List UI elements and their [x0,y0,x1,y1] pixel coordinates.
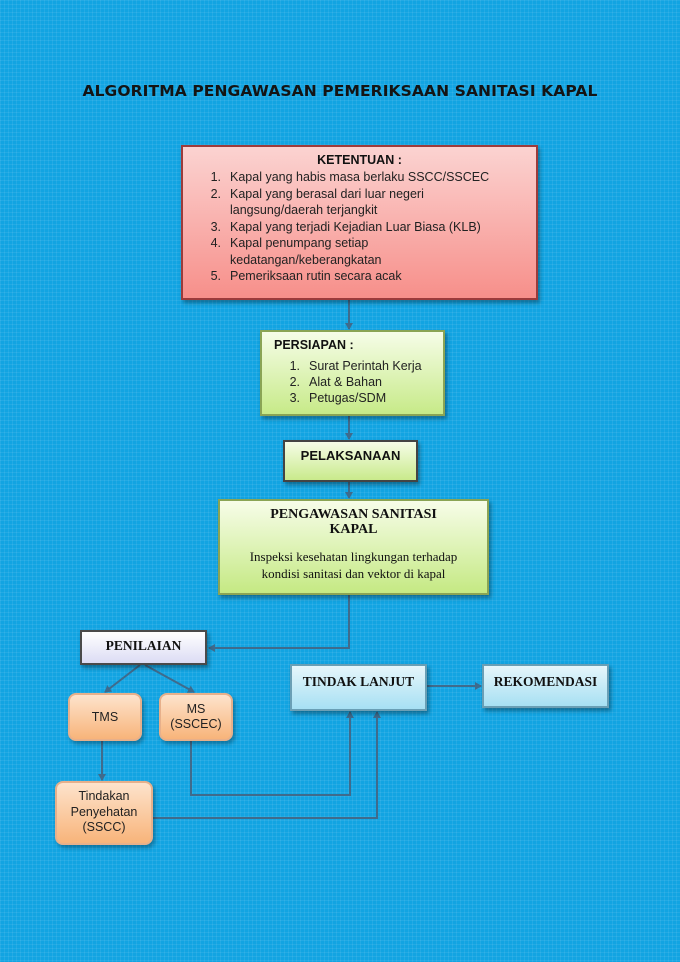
pengawasan-desc-line-2: kondisi sanitasi dan vektor di kapal [261,566,446,581]
ketentuan-item: 5. Pemeriksaan rutin secara acak [201,268,524,285]
rekomendasi-label: REKOMENDASI [493,674,598,689]
ketentuan-item: 3. Kapal yang terjadi Kejadian Luar Biasa… [201,219,524,236]
persiapan-header: PERSIAPAN : [274,338,354,352]
ms-box: MS (SSCEC) [159,693,233,741]
ms-label-line-1: MS [186,702,206,716]
pengawasan-desc-line-1: Inspeksi kesehatan lingkungan terhadap [249,549,458,564]
persiapan-box: PERSIAPAN : 1. Surat Perintah Kerja 2. Alat… [260,330,445,416]
persiapan-item-number: 1. [289,359,300,373]
ketentuan-item-number: 5. [210,269,221,283]
persiapan-item-number: 3. [289,391,300,405]
persiapan-item-number: 2. [289,375,300,389]
persiapan-list: 1. Surat Perintah Kerja 2. Alat & Bahan 3. Pe… [280,358,433,406]
penilaian-box: PENILAIAN [80,630,207,665]
tindak-lanjut-label: TINDAK LANJUT [302,674,415,689]
persiapan-item: 1. Surat Perintah Kerja [280,358,433,374]
ketentuan-item-number: 2. [210,186,221,201]
arrow-penilaian-to-tms [104,664,141,693]
ketentuan-item: 1. Kapal yang habis masa berlaku SSCC/SSC… [201,169,524,186]
ketentuan-item-number: 1. [210,170,221,184]
tindak-lanjut-box: TINDAK LANJUT [290,664,427,711]
tms-box: TMS [68,693,142,741]
arrow-penilaian-to-ms [144,664,195,693]
ketentuan-item: 4. Kapal penumpang setiap kedatangan/keber… [201,235,524,268]
rekomendasi-box: REKOMENDASI [482,664,609,708]
persiapan-item: 3. Petugas/SDM [280,390,433,406]
ketentuan-item-number: 4. [210,236,221,250]
ketentuan-item-line: Pemeriksaan rutin secara acak [230,269,402,283]
ketentuan-list: 1. Kapal yang habis masa berlaku SSCC/SSC… [201,169,524,285]
ketentuan-item-line: kedatangan/keberangkatan [230,252,382,267]
ketentuan-item: 2. Kapal yang berasal dari luar negeri lan… [201,186,524,219]
ketentuan-item-text: Pemeriksaan rutin secara acak [230,268,402,285]
tindakan-penyehatan-box: Tindakan Penyehatan (SSCC) [55,781,153,845]
persiapan-item: 2. Alat & Bahan [280,374,433,390]
persiapan-item-text: Petugas/SDM [309,391,387,405]
ketentuan-item-text: Kapal yang habis masa berlaku SSCC/SSCEC [230,169,489,186]
ketentuan-item-line: Kapal yang habis masa berlaku SSCC/SSCEC [230,170,490,184]
pelaksanaan-label: PELAKSANAAN [300,448,401,463]
arrow-ms-to-tindak-lanjut [190,711,354,796]
ketentuan-item-number: 3. [210,219,221,234]
ms-label-line-2: (SSCEC) [170,717,222,731]
persiapan-item-text: Surat Perintah Kerja [309,359,422,373]
tms-label: TMS [91,710,119,724]
arrow-pengawasan-to-penilaian [208,595,350,652]
diagram-title: ALGORITMA PENGAWASAN PEMERIKSAAN SANITAS… [82,82,598,100]
penilaian-label: PENILAIAN [105,638,182,653]
ketentuan-item-line: langsung/daerah terjangkit [230,203,378,217]
ketentuan-item-text: Kapal yang terjadi Kejadian Luar Biasa (… [230,219,481,236]
tindakan-label-line-1: Tindakan [78,789,130,803]
ketentuan-box: KETENTUAN : 1. Kapal yang habis masa berl… [181,145,538,300]
ketentuan-item-line: Kapal penumpang setiap [230,236,369,250]
ketentuan-item-line: Kapal yang terjadi Kejadian Luar Biasa (… [230,219,481,234]
arrow-tindakan-to-tindak-lanjut [153,711,381,819]
pengawasan-header: PENGAWASAN SANITASI KAPAL [270,507,437,537]
persiapan-item-text: Alat & Bahan [309,375,382,389]
ketentuan-item-text: Kapal penumpang setiap kedatangan/keberan… [230,235,382,268]
pengawasan-box: PENGAWASAN SANITASI KAPAL Inspeksi keseh… [218,499,489,595]
tindakan-label-line-3: (SSCC) [82,820,126,834]
pelaksanaan-box: PELAKSANAAN [283,440,418,482]
ketentuan-item-line: Kapal yang berasal dari luar negeri [230,186,424,201]
pengawasan-description: Inspeksi kesehatan lingkungan terhadap k… [220,548,487,582]
tindakan-label-line-2: Penyehatan [70,804,138,819]
ketentuan-header: KETENTUAN : [317,153,402,167]
ketentuan-item-text: Kapal yang berasal dari luar negeri langs… [230,186,424,219]
